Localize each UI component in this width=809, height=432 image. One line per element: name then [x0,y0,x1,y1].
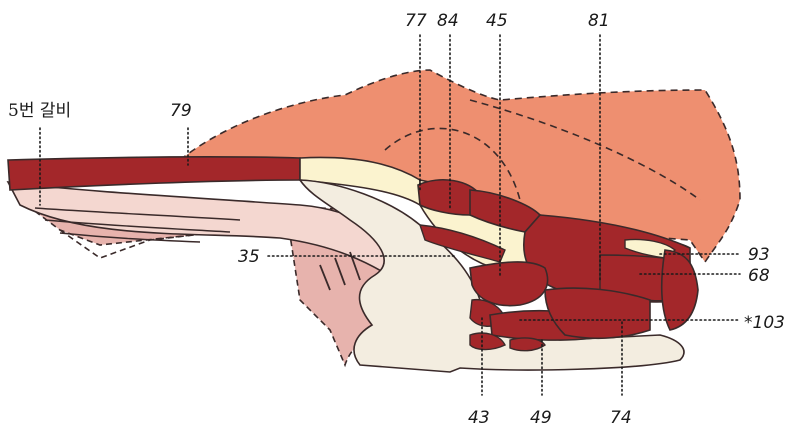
label-84: 84 [437,11,459,31]
label-rib5: 5번 갈비 [8,101,71,121]
label-79: 79 [170,101,192,121]
muscle-79 [8,157,300,190]
label-74: 74 [610,408,632,428]
label-43: 43 [468,408,490,428]
label-103: *103 [744,313,785,333]
label-49: 49 [530,408,552,428]
label-45: 45 [486,11,508,31]
label-81: 81 [588,11,610,31]
label-77: 77 [405,11,427,31]
muscle-74 [545,288,650,338]
label-35: 35 [238,247,260,267]
muscle-103 [662,250,698,330]
muscle-45 [470,262,548,306]
label-93: 93 [748,245,770,265]
label-68: 68 [748,266,770,286]
